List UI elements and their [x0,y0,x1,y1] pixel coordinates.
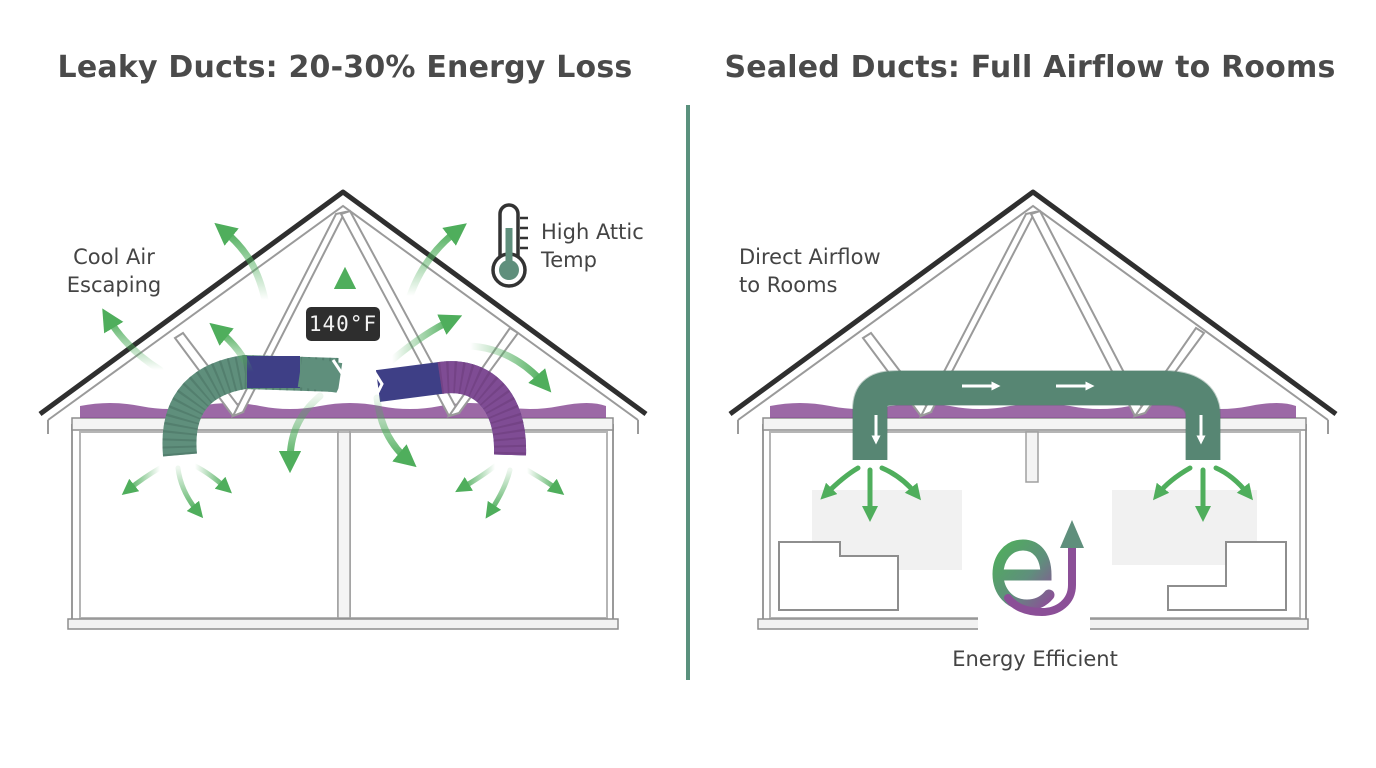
direct-airflow-line1: Direct Airflow [739,245,881,269]
thermometer-icon [491,203,528,288]
energy-e-logo-icon [978,520,1090,635]
attic-temperature-readout: 140°F [306,307,380,341]
panel-divider [686,105,690,680]
attic-label-line2: Temp [541,248,597,272]
direct-airflow-label: Direct Airflow to Rooms [739,243,899,299]
attic-insulation [80,403,606,418]
room-air-arrows-left [121,463,565,519]
left-house [38,189,648,630]
leaky-duct [162,354,527,457]
right-house [728,189,1338,635]
attic-label-line1: High Attic [541,220,644,244]
high-attic-temp-label: High Attic Temp [541,218,661,274]
cool-air-label-line1: Cool Air [73,245,155,269]
attic-insulation-right [770,403,1296,418]
left-panel-title: Leaky Ducts: 20-30% Energy Loss [57,50,633,85]
sealed-duct [852,370,1221,460]
right-panel-title: Sealed Ducts: Full Airflow to Rooms [724,50,1336,85]
cool-air-escaping-label: Cool Air Escaping [62,243,166,299]
cool-air-label-line2: Escaping [66,273,162,297]
room-air-arrows-right [820,465,1253,523]
direct-airflow-line2: to Rooms [739,273,838,297]
energy-efficient-label: Energy Efficient [952,647,1118,671]
escaping-air-arrows [102,222,552,474]
